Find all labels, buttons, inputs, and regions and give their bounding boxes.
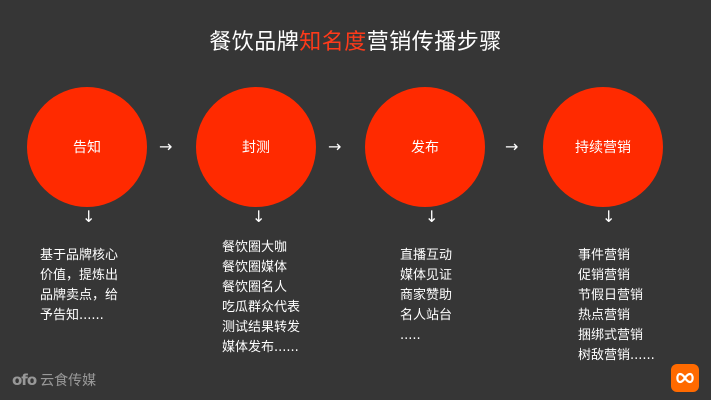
step-label-1: 告知: [73, 140, 101, 156]
arrow-right-2: →: [328, 137, 342, 156]
title-highlight: 知名度: [299, 30, 367, 55]
step-circle-2: 封测: [196, 87, 316, 207]
step-circle-3: 发布: [365, 87, 485, 207]
page-title: 餐饮品牌知名度营销传播步骤: [209, 30, 502, 55]
arrow-right-1: →: [159, 137, 173, 156]
watermark-text: 云食传媒: [40, 373, 97, 389]
arrow-down-1: ↓: [82, 207, 96, 226]
step-label-3: 发布: [411, 140, 439, 156]
arrow-down-4: ↓: [602, 207, 616, 226]
step-desc-4: 事件营销 促销营销 节假日营销 热点营销 捆绑式营销 树敌营销......: [578, 248, 655, 363]
watermark-logo: ofo: [12, 371, 37, 389]
step-circle-4: 持续营销: [543, 87, 663, 207]
arrow-right-3: →: [505, 137, 519, 156]
step-label-2: 封测: [242, 140, 270, 156]
step-desc-1: 基于品牌核心 价值，提炼出 品牌卖点，给 予告知......: [40, 248, 119, 323]
watermark: ofo 云食传媒: [12, 370, 96, 390]
arrow-down-2: ↓: [252, 207, 266, 226]
step-desc-2: 餐饮圈大咖 餐饮圈媒体 餐饮圈名人 吃瓜群众代表 测试结果转发 媒体发布....…: [222, 240, 301, 355]
step-desc-3: 直播互动 媒体见证 商家赞助 名人站台 .....: [400, 248, 453, 343]
step-label-4: 持续营销: [575, 140, 631, 156]
arrow-down-3: ↓: [425, 207, 439, 226]
infinity-icon: [671, 364, 699, 392]
step-circle-1: 告知: [27, 87, 147, 207]
